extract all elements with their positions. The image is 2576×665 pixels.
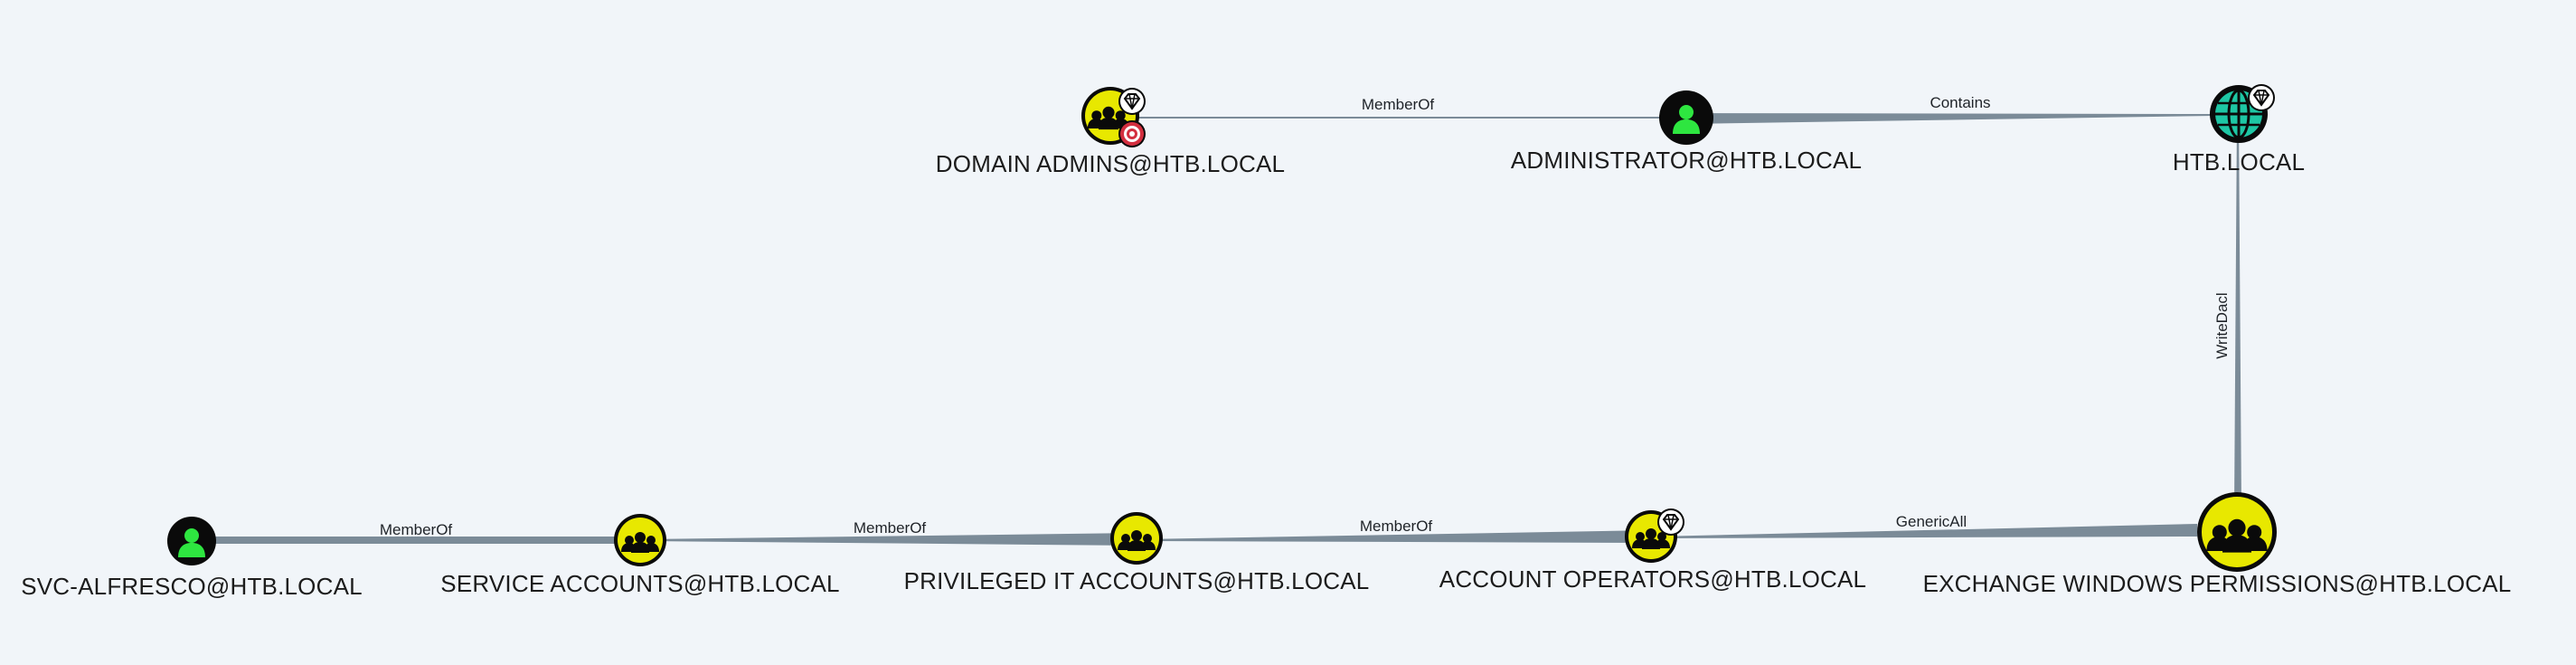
- node-label-domain-admins: DOMAIN ADMINS@HTB.LOCAL: [935, 150, 1286, 177]
- edge-label-contains: Contains: [1930, 94, 1990, 111]
- crown-jewel-icon: [2248, 84, 2275, 111]
- crown-jewel-icon: [1118, 88, 1146, 115]
- edge-label-writedacl: WriteDacl: [2213, 292, 2231, 358]
- node-privileged-it-accounts[interactable]: [1110, 512, 1163, 565]
- user-icon: [1673, 105, 1700, 134]
- node-label-account-operators: ACCOUNT OPERATORS@HTB.LOCAL: [1439, 565, 1867, 593]
- edge-label-memberof: MemberOf: [1360, 518, 1433, 535]
- edge-service-to-privileged[interactable]: [644, 533, 1137, 546]
- edge-label-memberof: MemberOf: [854, 519, 927, 537]
- node-administrator[interactable]: [1659, 90, 1713, 145]
- node-domain-admins[interactable]: [1081, 87, 1146, 147]
- edge-labels: MemberOf MemberOf MemberOf GenericAll Wr…: [380, 94, 2231, 538]
- edge-exchange-to-htb[interactable]: [2234, 114, 2241, 509]
- node-label-svc-alfresco: SVC-ALFRESCO@HTB.LOCAL: [21, 573, 363, 600]
- edge-label-memberof: MemberOf: [380, 521, 453, 538]
- edge-svc-to-service-accounts[interactable]: [213, 537, 640, 544]
- edge-label-genericall: GenericAll: [1896, 513, 1967, 530]
- node-account-operators[interactable]: [1625, 508, 1684, 563]
- node-label-exchange-windows-permissions: EXCHANGE WINDOWS PERMISSIONS@HTB.LOCAL: [1922, 570, 2512, 597]
- node-exchange-windows-permissions[interactable]: [2197, 492, 2277, 572]
- edge-privileged-to-account-ops[interactable]: [1139, 530, 1653, 543]
- edges: [213, 113, 2241, 546]
- node-label-htb-local: HTB.LOCAL: [2172, 148, 2306, 176]
- target-icon: [1118, 120, 1146, 147]
- node-svc-alfresco[interactable]: [167, 517, 216, 565]
- user-icon: [178, 528, 205, 557]
- node-label-privileged-it-accounts: PRIVILEGED IT ACCOUNTS@HTB.LOCAL: [903, 567, 1370, 594]
- edge-account-ops-to-exchange[interactable]: [1655, 524, 2197, 538]
- edge-administrator-to-domain-admins[interactable]: [1121, 117, 1671, 119]
- edge-label-memberof: MemberOf: [1362, 96, 1435, 113]
- crown-jewel-icon: [1657, 508, 1684, 536]
- node-htb-local[interactable]: [2210, 84, 2275, 143]
- node-label-service-accounts: SERVICE ACCOUNTS@HTB.LOCAL: [440, 570, 840, 597]
- node-label-administrator: ADMINISTRATOR@HTB.LOCAL: [1510, 147, 1863, 174]
- edge-htb-to-administrator[interactable]: [1687, 113, 2213, 124]
- node-service-accounts[interactable]: [614, 514, 666, 566]
